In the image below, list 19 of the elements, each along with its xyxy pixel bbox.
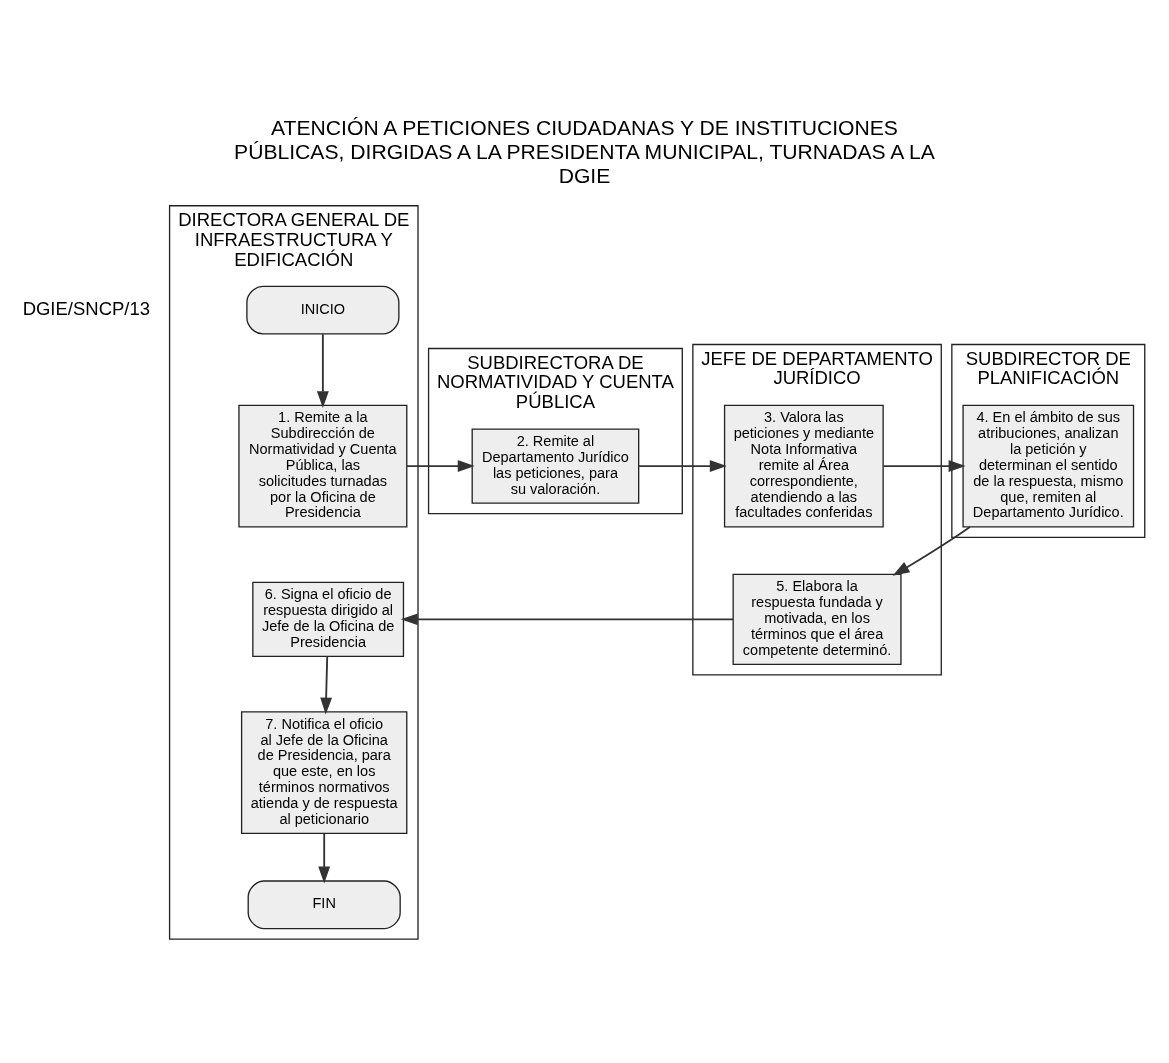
node-box: INICIO: [246, 285, 400, 335]
arrow: [637, 460, 727, 473]
node-box: 3. Valora las peticiones y mediante Nota Informativa remite al Área correspondiente, atendiendo a las facultades conferidas: [723, 404, 884, 528]
arrow: [405, 460, 475, 473]
arrow: [316, 333, 329, 409]
node-box: 6. Signa el oficio de respuesta dirigido al Jefe de la Oficina de Presidencia: [252, 581, 405, 658]
arrow: [892, 525, 971, 576]
arrow: [882, 460, 966, 473]
arrow: [400, 613, 734, 626]
arrow: [318, 832, 331, 884]
node-box: 4. En el ámbito de sus atribuciones, analizan la petición y determinan el sentido de la respuesta, mismo que, remiten al Departamento Jurídico.: [962, 404, 1135, 528]
node-box: 1. Remite a la Subdirección de Normatividad y Cuenta Pública, las solicitudes turnadas por la Oficina de Presidencia: [238, 404, 408, 528]
node-box: FIN: [247, 880, 401, 930]
node-box: 5. Elabora la respuesta fundada y motivada, en los términos que el área competente determinó.: [732, 573, 902, 665]
label: DGIE/SNCP/13: [22, 298, 151, 320]
diagram-title: ATENCIÓN A PETICIONES CIUDADANAS Y DE INSTITUCIONES PÚBLICAS, DIRGIDAS A LA PRESIDENTA MUNICIPAL, TURNADAS A LA DGIE: [234, 116, 935, 188]
arrow: [320, 655, 333, 715]
node-box: 7. Notifica el oficio al Jefe de la Oficina de Presidencia, para que este, en los términos normativos atienda y de respuesta al peticionario: [240, 711, 408, 835]
node-box: 2. Remite al Departamento Jurídico las peticiones, para su valoración.: [471, 428, 640, 504]
